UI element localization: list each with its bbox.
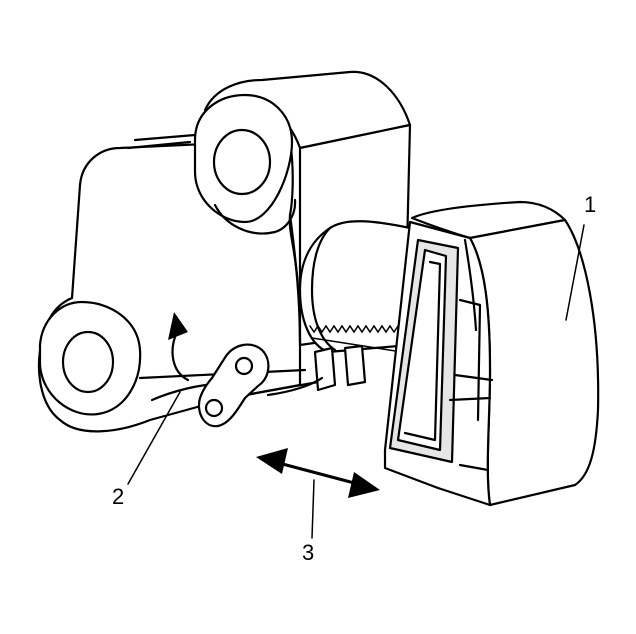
leader-2 [127, 391, 181, 485]
tensioner-shoe [383, 200, 600, 507]
movement-arrow [256, 448, 380, 498]
callout-1: 1 [584, 192, 596, 217]
release-lever [197, 343, 270, 428]
plunger-cylinder [266, 220, 412, 397]
leader-1 [565, 224, 585, 321]
ratchet-teeth [309, 324, 399, 334]
tensioner-housing [37, 70, 412, 433]
leader-3 [311, 479, 315, 539]
leader-lines [127, 224, 585, 539]
callout-3: 3 [302, 540, 314, 565]
rotation-arrow [168, 312, 190, 382]
callout-2: 2 [112, 484, 124, 509]
